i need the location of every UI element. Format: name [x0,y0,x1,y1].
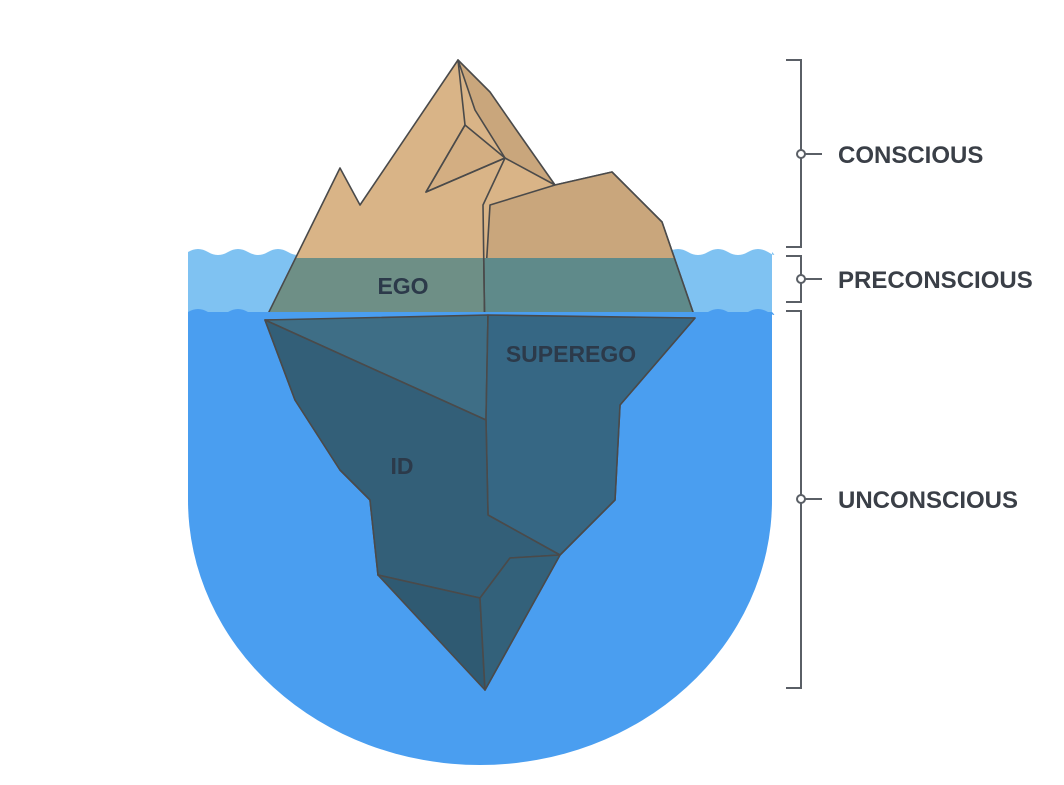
preconscious-label: PRECONSCIOUS [838,267,1033,294]
superego-label: SUPEREGO [506,341,636,367]
id-label: ID [391,453,414,479]
ego-label: EGO [377,273,428,299]
unconscious-label: UNCONSCIOUS [838,487,1018,514]
preconscious-bracket [786,255,822,303]
conscious-bracket [786,59,822,248]
iceberg-shallow-water [268,258,694,312]
iceberg-deep-water [264,314,696,691]
unconscious-bracket [786,310,822,689]
conscious-label: CONSCIOUS [838,142,983,169]
iceberg-above-water [294,59,676,258]
